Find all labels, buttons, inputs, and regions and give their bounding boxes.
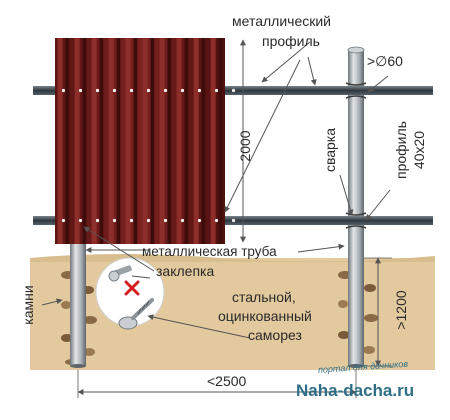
sheet-rib-shadow <box>133 38 138 244</box>
label-stones: камни <box>20 285 36 324</box>
label-width: <2500 <box>207 373 247 389</box>
rivet-dot <box>95 88 100 93</box>
label-metal-profile-line2: профиль <box>262 33 320 49</box>
rivet-dot <box>78 218 83 223</box>
rivet-dot <box>214 218 219 223</box>
screw-icon <box>118 298 154 330</box>
label-diameter: >∅60 <box>367 53 403 69</box>
label-metal-pipe: металлическая труба <box>142 244 277 259</box>
label-rivet: заклепка <box>156 263 214 279</box>
label-height: 2000 <box>237 130 253 161</box>
rivet-dot <box>78 88 83 93</box>
post-right <box>347 46 365 368</box>
rivet-dot <box>95 218 100 223</box>
rivet-dot <box>129 88 134 93</box>
sheet-rib <box>210 38 216 244</box>
rivet-dot <box>146 88 151 93</box>
label-screw-line2: оцинкованный <box>218 308 312 324</box>
sheet-rib <box>125 38 131 244</box>
sheet-rib <box>159 38 165 244</box>
rivet-dot <box>112 218 117 223</box>
rivet-dot <box>214 88 219 93</box>
cross-mark-icon <box>124 280 140 296</box>
sheet-rib-shadow <box>218 38 223 244</box>
rivet-dot <box>61 88 66 93</box>
label-profile-line1: профиль <box>393 121 409 179</box>
rivet-icon <box>108 265 132 282</box>
sheet-rib-shadow <box>201 38 206 244</box>
leader-lines <box>41 41 391 339</box>
label-depth: >1200 <box>393 290 409 330</box>
rivet-dot <box>129 218 134 223</box>
rivet-dot <box>231 88 236 93</box>
rivet-dot <box>231 218 236 223</box>
rivet-dot <box>197 218 202 223</box>
label-screw-line1: стальной, <box>232 289 296 305</box>
fastener-inset <box>95 257 165 330</box>
sheet-rib <box>176 38 182 244</box>
sheet-rib <box>193 38 199 244</box>
label-profile-line2: 40х20 <box>411 131 427 169</box>
sheet-rib-shadow <box>116 38 121 244</box>
rivet-dot <box>112 88 117 93</box>
sheet-rib-shadow <box>99 38 104 244</box>
sheet-rib-shadow <box>65 38 70 244</box>
sheet-rib-shadow <box>150 38 155 244</box>
rivet-dot <box>146 218 151 223</box>
corrugated-sheet <box>55 38 236 244</box>
label-screw-line3: саморез <box>248 327 302 343</box>
sheet-rib <box>57 38 63 244</box>
sheet-rib <box>142 38 148 244</box>
sheet-rib-shadow <box>184 38 189 244</box>
sheet-rib <box>74 38 80 244</box>
dimension-width <box>77 370 357 398</box>
sheet-rib <box>91 38 97 244</box>
rivet-dot <box>163 218 168 223</box>
label-metal-profile-line1: металлический <box>232 13 331 29</box>
dimension-depth <box>364 257 392 367</box>
watermark-site: Naha-dacha.ru <box>296 381 414 400</box>
rivet-dot <box>180 88 185 93</box>
label-weld: сварка <box>322 128 338 172</box>
sheet-rib-shadow <box>167 38 172 244</box>
rivet-dot <box>180 218 185 223</box>
sheet-rib-shadow <box>82 38 87 244</box>
rivet-dot <box>163 88 168 93</box>
rivet-dot <box>197 88 202 93</box>
ground <box>30 254 435 370</box>
rivet-dot <box>61 218 66 223</box>
sheet-rib <box>108 38 114 244</box>
